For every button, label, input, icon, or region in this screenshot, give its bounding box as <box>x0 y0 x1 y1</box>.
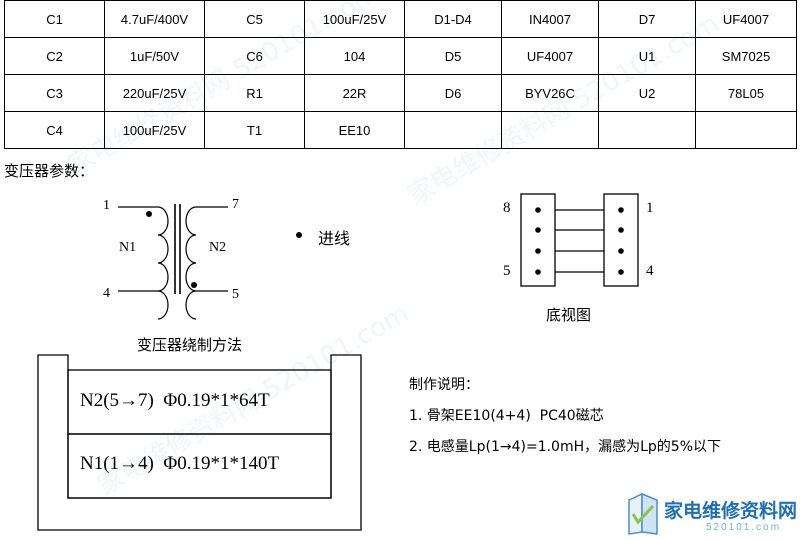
table-cell: C6 <box>204 37 305 75</box>
notes-title: 制作说明： <box>409 377 479 393</box>
table-cell: C2 <box>4 37 105 75</box>
winding-n2-label: N2 <box>209 240 227 255</box>
phase-dot <box>146 211 152 217</box>
bottom-view-caption: 底视图 <box>546 306 592 324</box>
pin-7-label: 7 <box>232 197 239 212</box>
table-cell: D7 <box>598 0 696 38</box>
legend-text: 进线 <box>318 229 351 248</box>
table-cell: EE10 <box>304 111 405 149</box>
winding-layer-n1: N1(1→4) Φ0.19*1*140T <box>80 453 280 474</box>
bottom-pin-5-label: 5 <box>503 263 511 279</box>
table-cell <box>501 111 599 149</box>
table-cell: C3 <box>4 74 105 112</box>
table-cell <box>598 111 696 149</box>
section-title: 变压器参数： <box>4 162 95 180</box>
notes-line-2: 2. 电感量Lp(1→4)=1.0mH，漏感为Lp的5%以下 <box>409 439 722 455</box>
site-logo: 家电维修资料网 520101.com <box>626 492 798 538</box>
phase-dot <box>191 282 197 288</box>
table-cell: SM7025 <box>695 37 797 75</box>
bottom-pin-4-label: 4 <box>646 263 654 279</box>
table-cell: 100uF/25V <box>104 111 205 149</box>
winding-layer-n2: N2(5→7) Φ0.19*1*64T <box>80 390 270 411</box>
transformer-schematic <box>118 204 228 320</box>
table-cell: 22R <box>304 74 405 112</box>
table-cell <box>695 111 797 149</box>
table-cell: 104 <box>304 37 405 75</box>
logo-subtext: 520101.com <box>706 522 782 533</box>
bottom-view-pins <box>535 207 624 275</box>
bottom-pin-1-label: 1 <box>646 200 654 216</box>
winding-bobbin <box>37 354 362 531</box>
table-cell: UF4007 <box>695 0 797 38</box>
winding-n1-label: N1 <box>119 240 137 255</box>
table-cell <box>404 111 502 149</box>
table-cell: 1uF/50V <box>104 37 205 75</box>
table-cell: C1 <box>4 0 105 38</box>
winding-method-title: 变压器绕制方法 <box>137 336 243 354</box>
pin-1-label: 1 <box>103 198 110 213</box>
pin-5-label: 5 <box>232 287 239 302</box>
table-cell: UF4007 <box>501 37 599 75</box>
bottom-pin-8-label: 8 <box>503 200 511 216</box>
notes-line-1: 1. 骨架EE10(4+4) PC40磁芯 <box>409 408 604 424</box>
table-cell: D6 <box>404 74 502 112</box>
legend-dot <box>296 232 302 238</box>
bottom-view-diagram <box>520 193 639 287</box>
table-cell: 78L05 <box>695 74 797 112</box>
pin-4-label: 4 <box>103 286 110 301</box>
table-cell: T1 <box>204 111 305 149</box>
table-cell: 100uF/25V <box>304 0 405 38</box>
table-cell: 4.7uF/400V <box>104 0 205 38</box>
table-cell: U1 <box>598 37 696 75</box>
table-cell: C4 <box>4 111 105 149</box>
book-icon <box>628 492 658 535</box>
logo-text: 家电维修资料网 <box>664 500 798 522</box>
